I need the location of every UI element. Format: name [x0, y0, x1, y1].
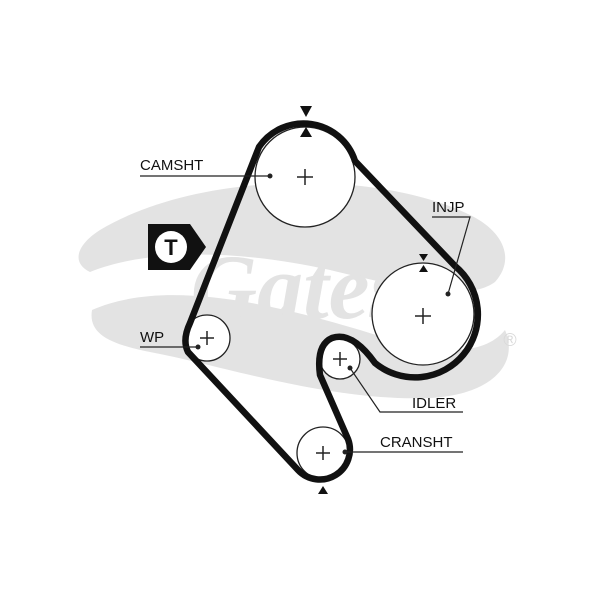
- crankshaft-timing-mark: [318, 486, 328, 494]
- water-pump-leader-dot: [195, 344, 201, 350]
- idler-label: IDLER: [412, 395, 456, 412]
- idler-center-mark: [333, 352, 347, 366]
- idler-leader: [349, 367, 463, 413]
- injection-pump-timing-mark: [419, 254, 428, 272]
- injection-pump-leader-dot: [445, 291, 451, 297]
- crankshaft-leader-dot: [342, 449, 348, 455]
- tensioner-badge-circle: [155, 231, 187, 263]
- injection-pump-label: INJP: [432, 199, 465, 216]
- idler-leader-dot: [347, 365, 353, 371]
- watermark-text: Gates: [191, 236, 406, 338]
- timing-arrow-icon: [419, 254, 428, 261]
- registered-mark: ®: [503, 330, 516, 350]
- timing-arrow-icon: [318, 486, 328, 494]
- water-pump-label: WP: [140, 329, 164, 346]
- camshaft-timing-mark: [300, 106, 312, 137]
- crankshaft-label: CRANSHT: [380, 434, 453, 451]
- camshaft-leader-dot: [267, 173, 273, 179]
- timing-arrow-icon: [300, 106, 312, 117]
- injection-pump-leader: [432, 216, 471, 295]
- camshaft-label: CAMSHT: [140, 157, 203, 174]
- camshaft-center-mark: [297, 169, 313, 185]
- injection-pump-center-mark: [415, 308, 431, 324]
- water-pump-center-mark: [200, 331, 214, 345]
- timing-arrow-icon: [419, 265, 428, 272]
- timing-belt: [182, 120, 482, 483]
- tensioner-badge: T: [148, 224, 206, 270]
- tensioner-letter: T: [164, 235, 178, 260]
- timing-arrow-icon: [300, 127, 312, 137]
- crankshaft-center-mark: [316, 446, 330, 460]
